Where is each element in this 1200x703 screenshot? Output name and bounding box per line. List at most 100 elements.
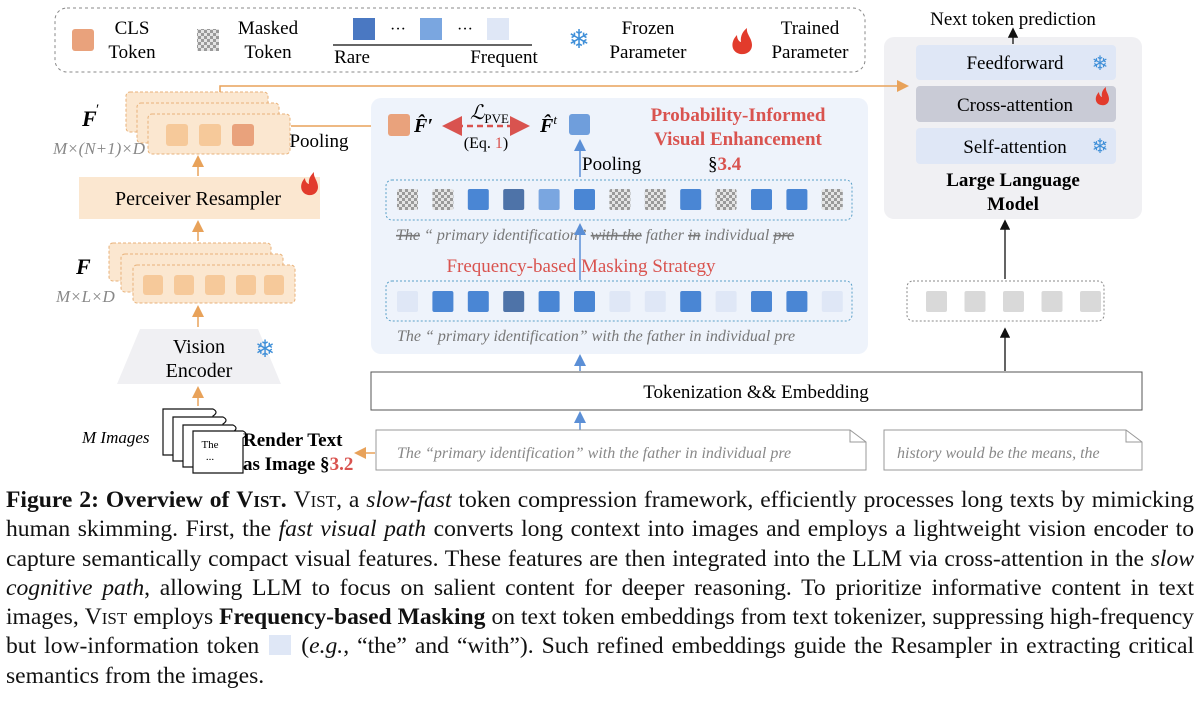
masked-token	[397, 189, 418, 210]
pve-title-2: Visual Enhancement	[654, 129, 822, 150]
feedforward-label: Feedforward	[966, 53, 1064, 74]
token	[503, 189, 525, 210]
pooled-text-token	[569, 114, 590, 135]
legend-mid-swatch	[420, 18, 442, 40]
caption-vist-3: Vist	[84, 604, 128, 631]
snowflake-icon-sa: ❄	[1092, 136, 1109, 158]
token	[467, 291, 489, 312]
m-images-label: M Images	[81, 428, 150, 447]
token	[751, 189, 772, 210]
token	[644, 291, 666, 312]
token	[680, 291, 702, 312]
caption-vist: Vist	[236, 487, 281, 513]
input-text-right: history would be the means, the	[897, 445, 1100, 462]
token	[1003, 291, 1024, 312]
cross-attention-box	[916, 86, 1116, 122]
f-prime-symbol: F	[81, 106, 97, 131]
pve-title: Probability-Informed	[651, 105, 826, 126]
legend-ellipsis-1: ···	[390, 21, 406, 38]
perceiver-resampler-label: Perceiver Resampler	[115, 188, 281, 210]
legend-rare-swatch	[353, 18, 375, 40]
masked-sentence: The “ primary identification” with the f…	[396, 227, 794, 244]
token	[1080, 291, 1101, 312]
legend-frozen-label-2: Parameter	[609, 42, 687, 63]
pve-panel-bg	[371, 98, 868, 354]
tokenization-box	[370, 371, 1143, 411]
cls-token-fhat	[388, 114, 410, 136]
caption-token-swatch	[269, 635, 292, 656]
legend-frequent-label: Frequent	[470, 47, 538, 68]
perceiver-resampler-box	[79, 177, 320, 219]
legend-masked-swatch	[197, 29, 219, 51]
f-prime-dims: M×(N+1)×D	[52, 139, 146, 158]
token	[964, 291, 986, 312]
flame-icon	[732, 28, 752, 55]
pooling-label-left: Pooling	[289, 131, 349, 152]
legend-masked-label-2: Token	[244, 42, 292, 63]
full-sentence: The “ primary identification” with the f…	[397, 328, 795, 345]
masked-token-row-box	[385, 179, 853, 221]
caption-slow-cognitive-path: slow cognitive path	[6, 545, 1194, 601]
token	[680, 189, 702, 210]
caption-slow-fast: slow-fast	[366, 487, 452, 513]
token	[503, 291, 525, 312]
f-hat-t: F̂t	[539, 112, 557, 137]
page-text: The	[201, 439, 218, 451]
render-text-label: Render Text	[243, 430, 343, 451]
caption-fbm: Frequency-based Masking	[219, 604, 486, 631]
caption-title: Overview of	[105, 487, 237, 513]
input-text: The “primary identification” with the fa…	[397, 445, 791, 462]
token	[715, 291, 737, 312]
page-dots: ...	[206, 451, 215, 463]
legend-cls-swatch	[72, 29, 94, 51]
token	[751, 291, 772, 312]
masked-token	[432, 189, 454, 210]
llm-token-row	[926, 291, 1101, 312]
self-attention-box	[916, 128, 1116, 164]
flame-icon-resampler	[301, 172, 318, 196]
token	[397, 291, 418, 312]
token	[786, 189, 808, 210]
self-attention-label: Self-attention	[963, 137, 1067, 158]
legend-ellipsis-2: ···	[457, 21, 473, 38]
input-text-box	[375, 429, 867, 471]
full-token-row-box	[385, 280, 853, 322]
caption-fast-visual-path: fast visual path	[278, 516, 427, 543]
token	[609, 291, 631, 312]
next-token-label: Next token prediction	[930, 9, 1096, 30]
token	[432, 291, 454, 312]
token	[926, 291, 947, 312]
legend-trained-label-2: Parameter	[771, 42, 849, 63]
pve-panel: F̂′ ℒPVE (Eq. 1) F̂t Probability-Informe…	[371, 98, 868, 354]
pve-eq-ref: (Eq. 1)	[464, 135, 508, 152]
legend-cls-label: CLS	[115, 18, 150, 39]
masked-token-row	[397, 189, 843, 210]
token	[574, 189, 595, 210]
pooling-label-pve: Pooling	[582, 154, 642, 175]
token	[1041, 291, 1063, 312]
caption-vist-2: Vist	[293, 487, 337, 513]
snowflake-icon-encoder: ❄	[255, 337, 275, 363]
f-prime-superscript: ′	[96, 102, 99, 118]
cross-attention-label: Cross-attention	[957, 95, 1074, 116]
pve-loss: ℒPVE	[470, 102, 509, 126]
full-token-row	[397, 291, 843, 312]
fprime-to-cross-attention-arrow	[219, 80, 909, 92]
llm-token-row-box	[906, 280, 1105, 322]
token	[786, 291, 808, 312]
legend-cls-label-2: Token	[108, 42, 156, 63]
figure-label: Figure 2:	[6, 487, 106, 513]
masked-token	[821, 189, 843, 210]
input-text-box-right	[883, 429, 1143, 471]
f-prime-feature-stack	[125, 91, 291, 155]
render-text-label-2: as Image §3.2	[243, 454, 353, 475]
masking-strategy-label: Frequency-based Masking Strategy	[446, 256, 716, 277]
legend: CLS Token Masked Token ··· ··· Rare Freq…	[54, 7, 866, 73]
token	[574, 291, 595, 312]
legend-rare-label: Rare	[334, 47, 370, 68]
legend-trained-label: Trained	[781, 18, 840, 39]
f-hat-prime: F̂′	[413, 113, 433, 137]
figure-caption: Figure 2: Overview of Vist. Vist, a slow…	[6, 487, 1194, 689]
legend-masked-label: Masked	[238, 18, 299, 39]
masked-token	[609, 189, 631, 210]
